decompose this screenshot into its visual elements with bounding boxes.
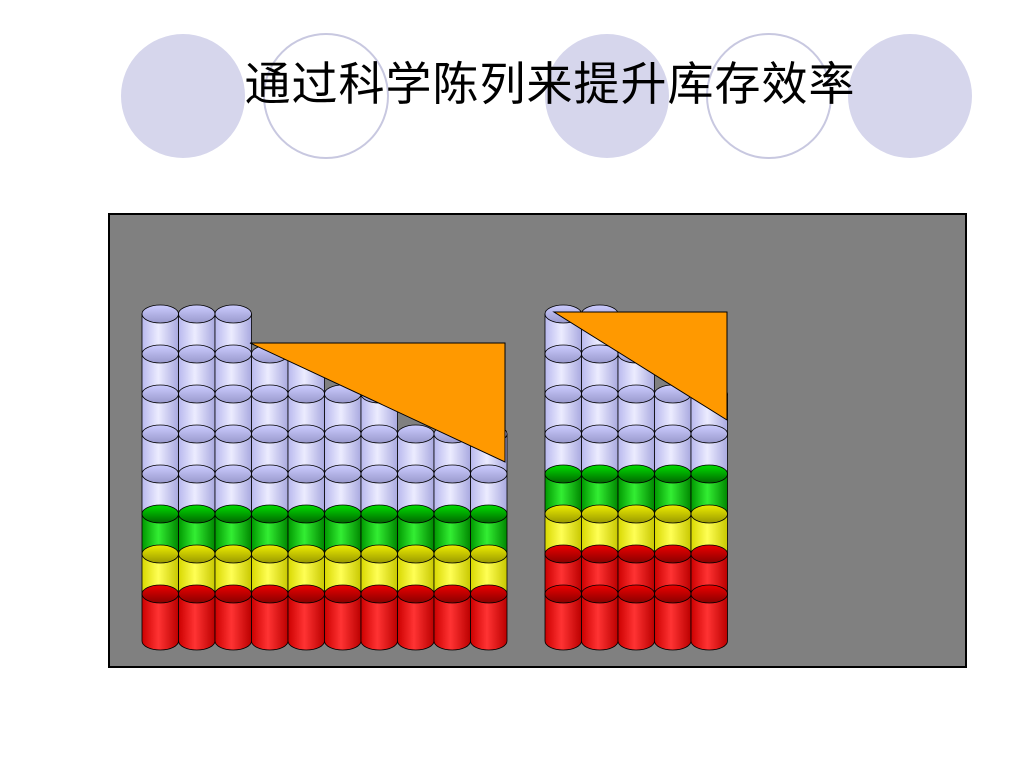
cylinder-red xyxy=(544,584,582,651)
cylinder-red xyxy=(470,584,508,651)
right-stack xyxy=(544,304,728,651)
deco-ring-2 xyxy=(706,33,832,159)
cylinder-red xyxy=(360,584,398,651)
decorative-circles xyxy=(121,33,972,159)
deco-ring-1 xyxy=(263,33,389,159)
cylinder-red xyxy=(654,584,692,651)
display-panel xyxy=(108,213,967,668)
cylinder-red xyxy=(214,584,252,651)
left-stack xyxy=(141,304,508,651)
cylinder-red xyxy=(287,584,325,651)
deco-circle-2 xyxy=(545,34,669,158)
deco-circle-3 xyxy=(848,34,972,158)
deco-circle-1 xyxy=(121,34,245,158)
cylinder-red xyxy=(690,584,728,651)
cylinder-red xyxy=(324,584,362,651)
left-triangle xyxy=(249,342,506,463)
cylinder-red xyxy=(581,584,619,651)
stacking-diagram xyxy=(141,304,728,651)
right-triangle xyxy=(552,311,728,421)
cylinder-red xyxy=(433,584,471,651)
cylinder-red xyxy=(397,584,435,651)
cylinder-red xyxy=(178,584,216,651)
cylinder-red xyxy=(251,584,289,651)
cylinder-red xyxy=(617,584,655,651)
slide-title: 通过科学陈列来提升库存效率 xyxy=(244,57,856,111)
cylinder-red xyxy=(141,584,179,651)
